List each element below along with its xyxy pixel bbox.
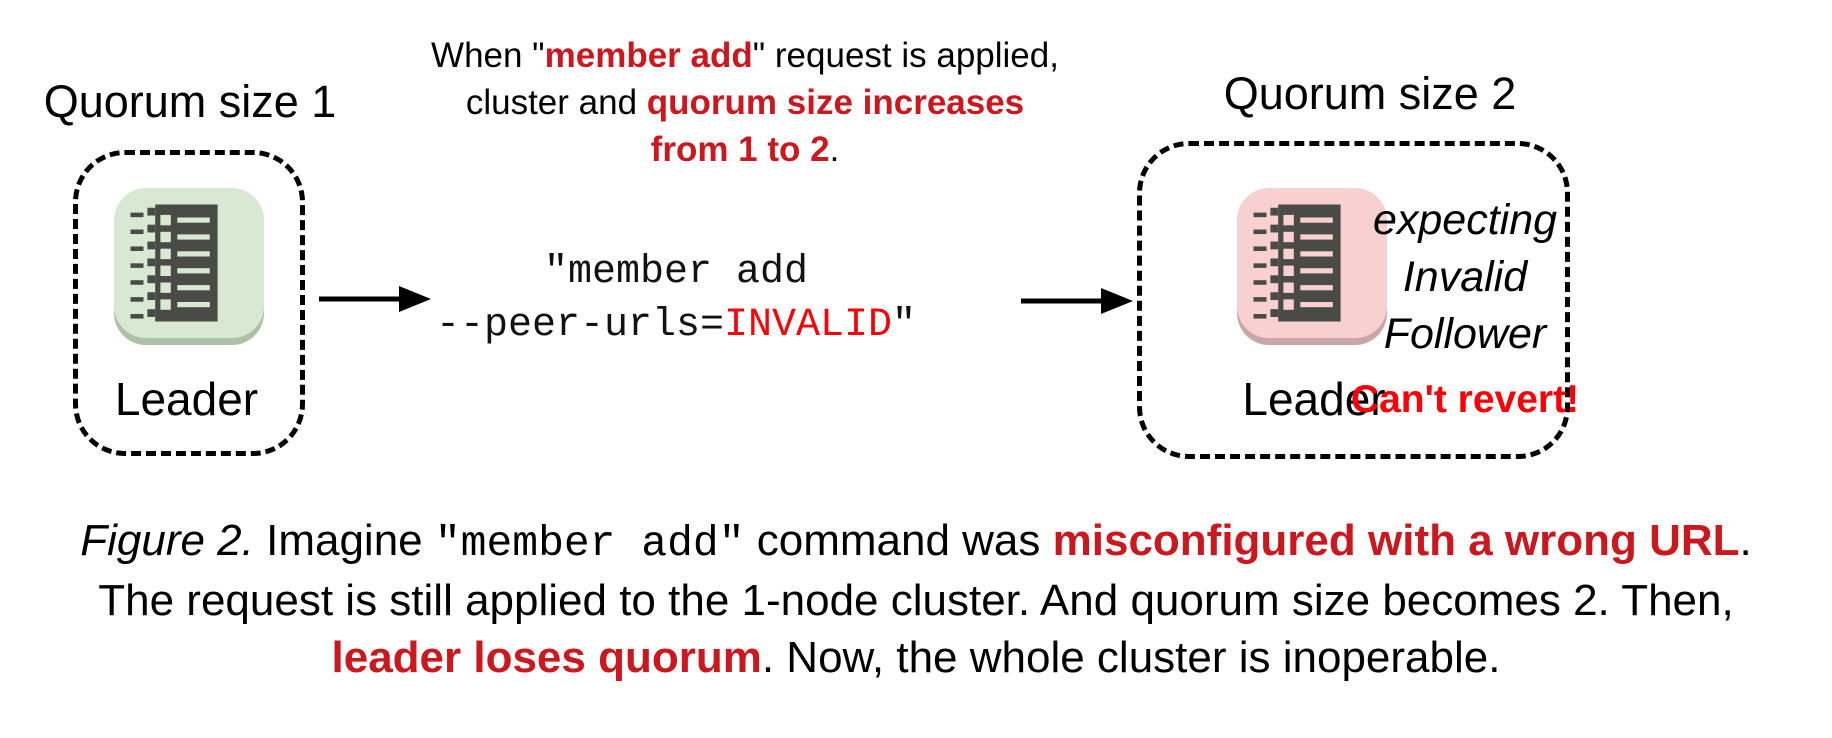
caption-misconfigured-highlight: misconfigured with a wrong URL [1052,516,1740,565]
member-list-icon [130,204,218,322]
caption-line1: Figure 2. Imagine "member add" command w… [80,516,1752,568]
caption-member-add-command: "member add" [434,519,745,568]
annotation-line3: from 1 to 2. [650,130,840,169]
annotation-highlight-quorum: quorum size increases [646,83,1025,122]
left-cluster-title: Quorum size 1 [43,76,337,127]
command-line1: "member add [543,250,809,295]
cant-revert-warning: Can't revert! [1350,378,1580,421]
annotation-text: When "member add" request is applied, cl… [340,32,1150,173]
arrow-right-icon [1021,288,1133,314]
annotation-line1: When "member add" request is applied, [431,36,1059,75]
left-quorum-box [73,150,305,456]
arrow-right-icon [319,286,431,312]
figure-number-label: Figure 2. [80,516,254,565]
figure-caption: Figure 2. Imagine "member add" command w… [0,512,1832,686]
left-leader-label: Leader [114,373,259,425]
expecting-note: expecting Invalid Follower [1372,196,1558,358]
invalid-url-highlight: INVALID [724,303,893,348]
right-cluster-title: Quorum size 2 [1223,68,1517,119]
leader-node-green [114,188,264,338]
leader-node-pink [1237,188,1387,338]
caption-line3: leader loses quorum. Now, the whole clus… [331,633,1501,682]
command-text: "member add --peer-urls=INVALID" [356,246,996,352]
caption-loses-quorum-highlight: leader loses quorum [331,633,762,682]
member-list-icon [1253,204,1341,322]
annotation-line2: cluster and quorum size increases [465,83,1025,122]
right-leader-label: Leader [1242,373,1386,425]
caption-line2: The request is still applied to the 1-no… [98,576,1734,625]
annotation-highlight-member-add: member add [544,36,753,75]
command-line2: --peer-urls=INVALID" [435,303,917,348]
right-quorum-box [1137,141,1570,459]
